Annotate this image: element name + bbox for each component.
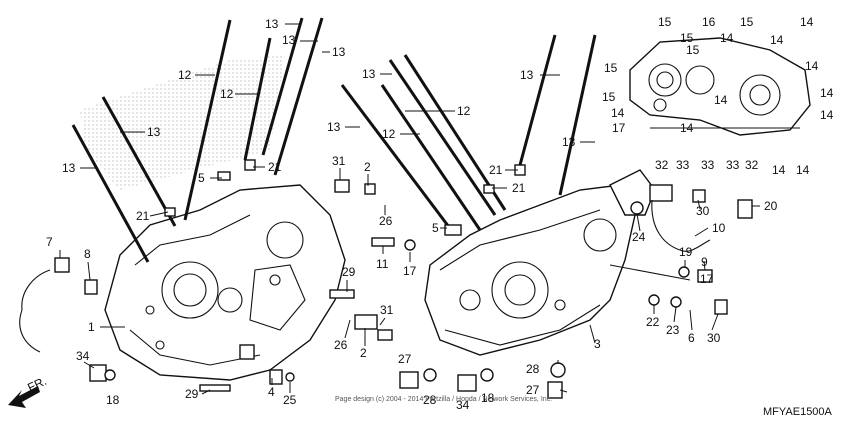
callout-23: 23 <box>666 323 680 337</box>
callout-19: 19 <box>679 245 693 259</box>
callout-18: 18 <box>481 391 495 405</box>
callout-15: 15 <box>602 90 616 104</box>
callout-14: 14 <box>714 93 728 107</box>
callout-15: 15 <box>658 15 672 29</box>
callout-26: 26 <box>379 214 393 228</box>
callout-33: 33 <box>701 158 715 172</box>
callout-14: 14 <box>772 163 786 177</box>
callout-20: 20 <box>764 199 778 213</box>
callout-10: 10 <box>712 221 726 235</box>
stud-bolts <box>71 17 597 263</box>
callout-14: 14 <box>805 59 819 73</box>
callout-14: 14 <box>720 31 734 45</box>
callout-29: 29 <box>185 387 199 401</box>
callout-34: 34 <box>76 349 90 363</box>
callout-27: 27 <box>526 383 540 397</box>
callout-13: 13 <box>332 45 346 59</box>
front-label: FR. <box>25 374 48 395</box>
callout-13: 13 <box>562 135 576 149</box>
callout-21: 21 <box>512 181 526 195</box>
callout-7: 7 <box>46 235 53 249</box>
right-crankcase <box>424 169 656 356</box>
callout-13: 13 <box>520 68 534 82</box>
left-crankcase <box>104 184 346 381</box>
callout-27: 27 <box>398 352 412 366</box>
callout-21: 21 <box>489 163 503 177</box>
copyright-text: Page design (c) 2004 - 2014 Partzilla / … <box>335 396 552 403</box>
callout-14: 14 <box>820 108 834 122</box>
callout-8: 8 <box>84 247 91 261</box>
callout-12: 12 <box>220 87 234 101</box>
callout-30: 30 <box>707 331 721 345</box>
callout-17: 17 <box>700 272 714 286</box>
callout-1: 1 <box>88 320 95 334</box>
callout-32: 32 <box>745 158 759 172</box>
callout-15: 15 <box>680 31 694 45</box>
callout-13: 13 <box>62 161 76 175</box>
callout-6: 6 <box>688 331 695 345</box>
callout-29: 29 <box>342 265 356 279</box>
callouts: 13 13 13 12 12 13 13 5 21 21 13 12 13 12… <box>25 15 833 412</box>
leader-lines <box>59 23 760 395</box>
callout-14: 14 <box>770 33 784 47</box>
diagram-code: MFYAE1500A <box>763 406 833 418</box>
callout-12: 12 <box>382 127 396 141</box>
callout-32: 32 <box>655 158 669 172</box>
callout-14: 14 <box>800 15 814 29</box>
callout-25: 25 <box>283 393 297 407</box>
callout-14: 14 <box>611 106 625 120</box>
callout-11: 11 <box>376 257 389 271</box>
callout-12: 12 <box>457 104 471 118</box>
callout-5: 5 <box>198 171 205 185</box>
callout-9: 9 <box>701 255 708 269</box>
watermark-logo <box>80 55 285 190</box>
callout-26: 26 <box>334 338 348 352</box>
callout-24: 24 <box>632 230 646 244</box>
callout-33: 33 <box>676 158 690 172</box>
callout-2: 2 <box>360 346 367 360</box>
callout-21: 21 <box>268 160 282 174</box>
callout-15: 15 <box>686 43 700 57</box>
callout-14: 14 <box>680 121 694 135</box>
small-parts <box>19 159 753 399</box>
callout-3: 3 <box>594 337 601 351</box>
callout-33: 33 <box>726 158 740 172</box>
callout-15: 15 <box>604 61 618 75</box>
callout-31: 31 <box>332 154 346 168</box>
callout-17: 17 <box>403 264 417 278</box>
front-arrow <box>8 386 40 408</box>
callout-22: 22 <box>646 315 660 329</box>
callout-2: 2 <box>364 160 371 174</box>
callout-12: 12 <box>178 68 192 82</box>
callout-31: 31 <box>380 303 394 317</box>
callout-18: 18 <box>106 393 120 407</box>
callout-21: 21 <box>136 209 150 223</box>
callout-13: 13 <box>362 67 376 81</box>
callout-15: 15 <box>740 15 754 29</box>
callout-13: 13 <box>327 120 341 134</box>
callout-5: 5 <box>432 221 439 235</box>
callout-28: 28 <box>526 362 540 376</box>
callout-30: 30 <box>696 204 710 218</box>
callout-17: 17 <box>612 121 626 135</box>
callout-16: 16 <box>702 15 716 29</box>
callout-4: 4 <box>268 385 275 399</box>
callout-14: 14 <box>820 86 834 100</box>
callout-13: 13 <box>265 17 279 31</box>
callout-13: 13 <box>282 33 296 47</box>
callout-13: 13 <box>147 125 161 139</box>
callout-14: 14 <box>796 163 810 177</box>
cover-assembly <box>629 37 811 136</box>
callout-28: 28 <box>423 393 437 407</box>
callout-34: 34 <box>456 398 470 412</box>
